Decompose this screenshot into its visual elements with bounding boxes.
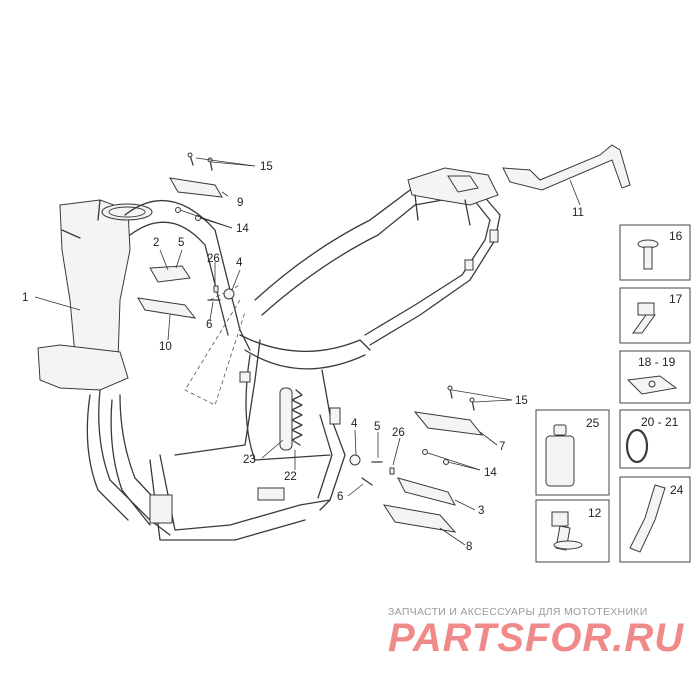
box-label-25: 25 [586, 416, 600, 430]
box-label-20-21: 20 - 21 [641, 415, 679, 429]
callout-9: 9 [237, 197, 243, 209]
detail-box-16: 16 [619, 224, 691, 281]
hardware-detail-boxes: 16 17 18 - 19 20 - 2 [535, 224, 691, 563]
detail-box-24: 24 [619, 476, 691, 563]
bolt-icon [632, 302, 656, 334]
detail-box-25: 25 [535, 409, 610, 496]
callout-4b: 4 [351, 418, 358, 430]
callout-5a: 5 [178, 237, 184, 249]
box-label-17: 17 [669, 292, 683, 306]
leader-lines [34, 157, 581, 546]
callout-26b: 26 [392, 427, 405, 439]
callout-14b: 14 [484, 467, 497, 479]
box-label-16: 16 [669, 229, 683, 243]
box-label-12: 12 [588, 506, 602, 520]
callout-4a: 4 [236, 257, 243, 269]
scooter-frame [37, 167, 501, 541]
callout-2: 2 [153, 237, 159, 249]
detail-box-18-19: 18 - 19 [619, 350, 691, 404]
clip-nut-icon [626, 375, 678, 395]
callout-10: 10 [159, 341, 172, 353]
callout-22: 22 [284, 471, 297, 483]
hose-icon [629, 484, 666, 553]
detail-box-20-21: 20 - 21 [619, 409, 691, 469]
callout-15a: 15 [260, 161, 273, 173]
callout-26a: 26 [207, 253, 220, 265]
flange-bolt-icon [551, 511, 583, 551]
detail-box-12: 12 [535, 499, 610, 563]
callout-6a: 6 [206, 319, 212, 331]
callout-11: 11 [572, 207, 584, 219]
callout-8: 8 [466, 541, 472, 553]
screw-icon [637, 239, 659, 270]
grease-tube-icon [545, 424, 575, 487]
callout-23: 23 [243, 454, 256, 466]
callout-14a: 14 [236, 223, 249, 235]
watermark-logo: PARTSFOR.RU [388, 616, 685, 660]
hose-clamp-icon [625, 428, 649, 464]
callout-5b: 5 [374, 421, 380, 433]
callout-6b: 6 [337, 491, 343, 503]
box-label-24: 24 [670, 483, 684, 497]
watermark-tagline: ЗАПЧАСТИ И АКСЕССУАРЫ ДЛЯ МОТОТЕХНИКИ [388, 606, 648, 618]
small-parts [137, 144, 631, 533]
callout-numbers: 1 2 5 26 4 6 10 9 15 14 11 23 22 4 5 26 … [22, 161, 584, 553]
callout-1: 1 [22, 292, 28, 304]
callout-3: 3 [478, 505, 484, 517]
box-label-18-19: 18 - 19 [638, 355, 676, 369]
detail-box-17: 17 [619, 287, 691, 344]
callout-7: 7 [499, 441, 505, 453]
callout-15b: 15 [515, 395, 528, 407]
